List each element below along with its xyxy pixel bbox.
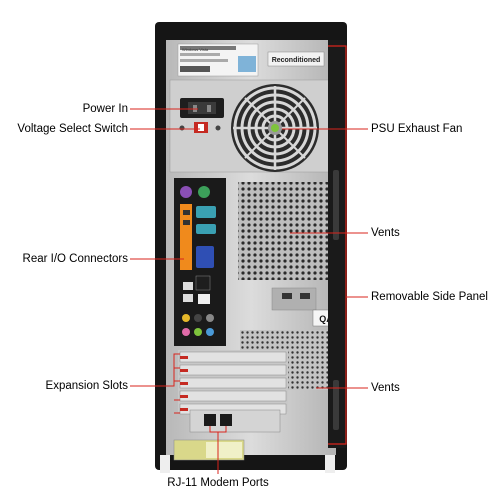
- reconditioned-sticker: [267, 51, 325, 67]
- ethernet-port: [198, 294, 210, 304]
- expansion-slots: [178, 350, 288, 415]
- label-vents-lower: Vents: [371, 382, 400, 394]
- label-rj11: RJ-11 Modem Ports: [167, 477, 269, 489]
- label-power-in: Power In: [82, 103, 128, 115]
- label-voltage-select: Voltage Select Switch: [17, 123, 128, 135]
- qa-text: QA: [319, 314, 333, 324]
- label-expansion-slots: Expansion Slots: [45, 380, 128, 392]
- usb-port: [183, 282, 193, 290]
- label-psu-fan: PSU Exhaust Fan: [371, 123, 463, 135]
- rj11-port-1: [204, 414, 216, 426]
- serial-port: [196, 206, 216, 218]
- side-panel-edge: [328, 40, 346, 448]
- label-vents-upper: Vents: [371, 227, 400, 239]
- leader-lines: [130, 108, 368, 474]
- leader-expansion-slots: [130, 353, 180, 387]
- case-foot-right: [325, 455, 335, 473]
- side-panel-bracket: [328, 45, 347, 445]
- sticker-small-text: Windows Vista: [182, 47, 209, 52]
- modem-card: [189, 409, 281, 433]
- ps2-keyboard-port: [198, 186, 210, 198]
- psu-fan: [231, 84, 319, 172]
- audio-port: [182, 328, 190, 336]
- rj11-port-2: [220, 414, 232, 426]
- label-side-panel: Removable Side Panel: [371, 291, 488, 303]
- case-foot-left: [160, 455, 170, 473]
- vga-port: [196, 246, 214, 268]
- ps2-mouse-port: [180, 186, 192, 198]
- reconditioned-text: Reconditioned: [272, 57, 321, 64]
- label-rear-io: Rear I/O Connectors: [22, 253, 128, 265]
- upper-vents: [238, 182, 328, 280]
